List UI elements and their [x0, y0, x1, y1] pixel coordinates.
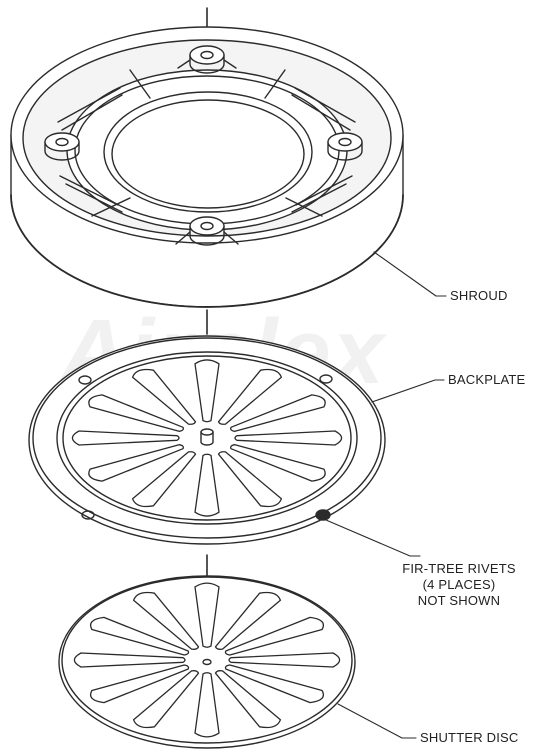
shroud-boss-bottom [175, 216, 239, 246]
shroud-boss-top [177, 45, 237, 74]
backplate-hole-bottom-right [315, 509, 331, 521]
backplate-hole-top-left [78, 375, 92, 385]
shutter-disc-slot [194, 672, 220, 738]
shutter-disc-slot [194, 582, 220, 648]
shutter-disc-slot [214, 670, 282, 729]
backplate-slot [230, 394, 326, 432]
leader-rivets [325, 519, 421, 557]
leader-backplate [371, 379, 445, 403]
shutter-disc-radial-slots [73, 582, 341, 738]
backplate-slot [131, 368, 197, 425]
shutter-disc-slot [214, 591, 282, 650]
backplate-hole-bottom-left [81, 510, 95, 520]
shutter-disc [58, 575, 356, 749]
label-shroud: SHROUD [450, 288, 508, 303]
shutter-disc-slot [132, 591, 200, 650]
leader-shutter [337, 703, 417, 739]
backplate-slot [217, 368, 283, 425]
shroud-boss-right [327, 132, 363, 161]
backplate-radial-slots [71, 359, 343, 517]
shutter-disc-slot [228, 652, 341, 668]
leader-shroud [373, 251, 447, 297]
backplate-slot [71, 430, 180, 446]
backplate-hole-top-right [319, 374, 333, 384]
shroud-boss-left [44, 132, 80, 161]
label-rivets-line3: NOT SHOWN [417, 593, 501, 608]
label-rivets-line1: FIR-TREE RIVETS [402, 561, 516, 576]
shutter-disc-slot [224, 616, 325, 656]
shutter-disc-slot [73, 652, 186, 668]
label-backplate: BACKPLATE [448, 372, 526, 387]
backplate-slot [234, 430, 343, 446]
backplate-slot [131, 451, 197, 508]
backplate-slot [230, 444, 326, 482]
backplate-slot [217, 451, 283, 508]
label-shutter-disc: SHUTTER DISC [420, 730, 519, 745]
label-fir-tree-rivets: FIR-TREE RIVETS (4 PLACES) NOT SHOWN [384, 561, 534, 609]
shroud [10, 26, 404, 308]
label-rivets-line2: (4 PLACES) [422, 577, 496, 592]
backplate-slot [194, 453, 220, 517]
backplate [28, 335, 386, 545]
backplate-slot [88, 444, 184, 482]
shutter-disc-slot [89, 616, 190, 656]
backplate-slot [194, 359, 220, 423]
leader-lines [325, 251, 447, 739]
shutter-disc-slot [132, 670, 200, 729]
backplate-slot [88, 394, 184, 432]
shutter-disc-slot [89, 664, 190, 704]
shutter-disc-slot [224, 664, 325, 704]
